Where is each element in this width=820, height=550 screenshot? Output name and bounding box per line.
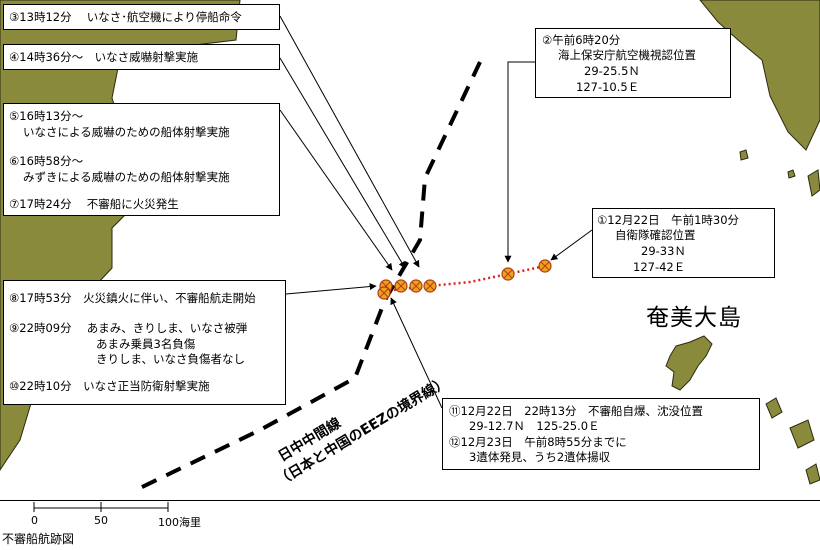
event-2-text: 海上保安庁航空機視認位置 <box>558 48 696 62</box>
event-8-text: ⑧17時53分 火災鎮火に伴い、不審船航走開始 <box>9 291 256 305</box>
amami-oshima-label: 奄美大島 <box>646 305 742 331</box>
leader-arrow-8 <box>285 283 377 295</box>
position-markers <box>377 259 552 300</box>
event-7-text: ⑦17時24分 不審船に火災発生 <box>9 197 179 211</box>
marker-1 <box>538 259 552 273</box>
event-2-time: ②午前6時20分 <box>542 33 621 47</box>
event-5-7-box: ⑤16時13分～ いなさによる威嚇のための船体射撃実施 ⑥16時58分～ みずき… <box>3 103 280 216</box>
scale-tick-50: 50 <box>94 514 108 527</box>
island-shape <box>765 397 783 419</box>
event-3-text: ③13時12分 いなさ･航空機により停船命令 <box>9 10 242 24</box>
island-shape <box>789 419 815 449</box>
event-1-time: ①12月22日 午前1時30分 <box>597 213 740 227</box>
leader-arrow-3 <box>279 15 420 268</box>
leader-arrow-1 <box>550 229 593 261</box>
map-area: 奄美大島 日中中間線 （日本と中国のEEZの境界線） ③13時12分 いなさ･航… <box>0 0 820 501</box>
leader-arrow-2 <box>504 61 535 263</box>
event-2-box: ②午前6時20分 海上保安庁航空機視認位置 29-25.5Ｎ 127-10.5Ｅ <box>535 28 731 98</box>
event-3-box: ③13時12分 いなさ･航空機により停船命令 <box>3 4 280 30</box>
event-11-position: 29-12.7Ｎ 125-25.0Ｅ <box>469 419 600 433</box>
event-2-lat: 29-25.5Ｎ <box>584 64 640 78</box>
scale-bar-graphic <box>33 502 169 512</box>
event-12-text: ⑫12月23日 午前8時55分までに <box>449 435 627 449</box>
event-9-detail-1: あまみ乗員3名負傷 <box>96 337 196 351</box>
leader-arrow-4 <box>279 57 406 269</box>
event-4-text: ④14時36分～ いなさ威嚇射撃実施 <box>9 50 199 64</box>
island-shape <box>807 169 820 197</box>
event-1-box: ①12月22日 午前1時30分 自衛隊確認位置 29-33Ｎ 127-42Ｅ <box>592 208 775 278</box>
event-9-detail-2: きりしま、いなさ負傷者なし <box>96 352 246 366</box>
figure-caption: 不審船航跡図 <box>2 532 75 546</box>
island-shape <box>739 149 749 161</box>
event-11-text: ⑪12月22日 22時13分 不審船自爆、沈没位置 <box>449 404 704 418</box>
event-8-10-box: ⑧17時53分 火災鎮火に伴い、不審船航走開始 ⑨22時09分 あまみ、きりしま… <box>3 280 286 405</box>
event-9-text: ⑨22時09分 あまみ、きりしま、いなさ被弾 <box>9 321 248 335</box>
event-1-text: 自衛隊確認位置 <box>615 228 696 242</box>
scale-tick-0: 0 <box>31 514 38 527</box>
event-6-text: みずきによる威嚇のための船体射撃実施 <box>23 170 230 184</box>
ship-track <box>383 264 546 293</box>
marker-7 <box>377 286 391 300</box>
event-6-time: ⑥16時58分～ <box>9 154 84 168</box>
event-4-box: ④14時36分～ いなさ威嚇射撃実施 <box>3 44 280 70</box>
event-1-lat: 29-33Ｎ <box>641 244 686 258</box>
marker-3 <box>423 279 437 293</box>
scale-tick-100: 100海里 <box>158 516 201 529</box>
leader-arrow-5 <box>279 109 393 271</box>
island-shape <box>805 463 820 485</box>
marker-4 <box>409 279 423 293</box>
event-2-lon: 127-10.5Ｅ <box>576 80 640 94</box>
amami-oshima-island <box>665 335 713 391</box>
island-shape <box>787 169 796 179</box>
scale-bar: 0 50 100海里 <box>0 500 820 550</box>
event-5-text: いなさによる威嚇のための船体射撃実施 <box>23 125 230 139</box>
event-11-12-box: ⑪12月22日 22時13分 不審船自爆、沈没位置 29-12.7Ｎ 125-2… <box>442 398 760 470</box>
marker-2 <box>501 267 515 281</box>
event-1-lon: 127-42Ｅ <box>633 260 686 274</box>
leader-arrow-11 <box>390 297 443 409</box>
marker-5 <box>394 279 408 293</box>
event-12-detail: 3遺体発見、うち2遺体揚収 <box>469 450 611 464</box>
event-5-time: ⑤16時13分～ <box>9 109 84 123</box>
event-10-text: ⑩22時10分 いなさ正当防衛射撃実施 <box>9 379 210 393</box>
